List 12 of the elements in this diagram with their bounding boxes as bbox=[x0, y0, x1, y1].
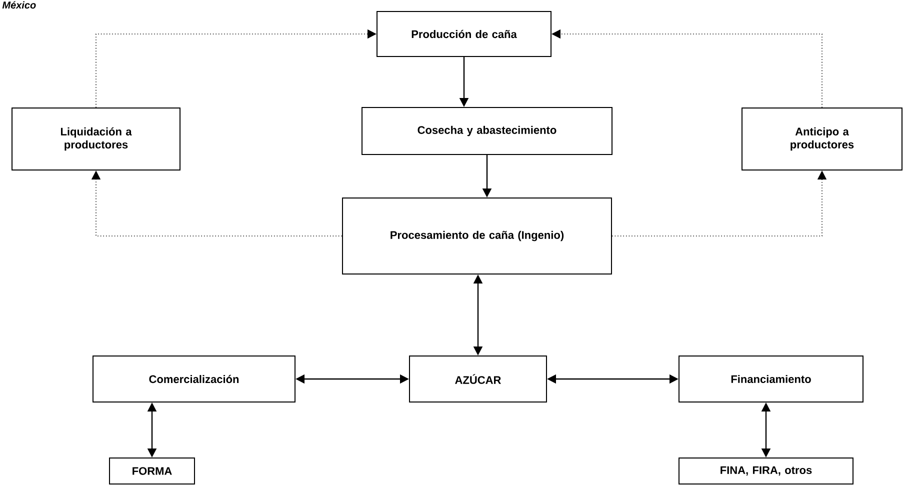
process-box: Financiamiento bbox=[678, 356, 864, 402]
title: México bbox=[2, 1, 36, 9]
process-box: FORMA bbox=[109, 458, 195, 484]
process-box: Producción de caña bbox=[376, 11, 552, 57]
process-box: Cosecha y abastecimiento bbox=[362, 107, 612, 155]
process-box: Liquidación a productores bbox=[12, 108, 180, 170]
process-box: Procesamiento de caña (Ingenio) bbox=[342, 198, 612, 274]
process-box: Anticipo a productores bbox=[742, 108, 902, 170]
process-box: Comercialización bbox=[92, 356, 296, 402]
process-box: AZÚCAR bbox=[409, 356, 547, 402]
process-box: FINA, FIRA, otros bbox=[678, 458, 854, 484]
arrow bbox=[91, 170, 342, 236]
